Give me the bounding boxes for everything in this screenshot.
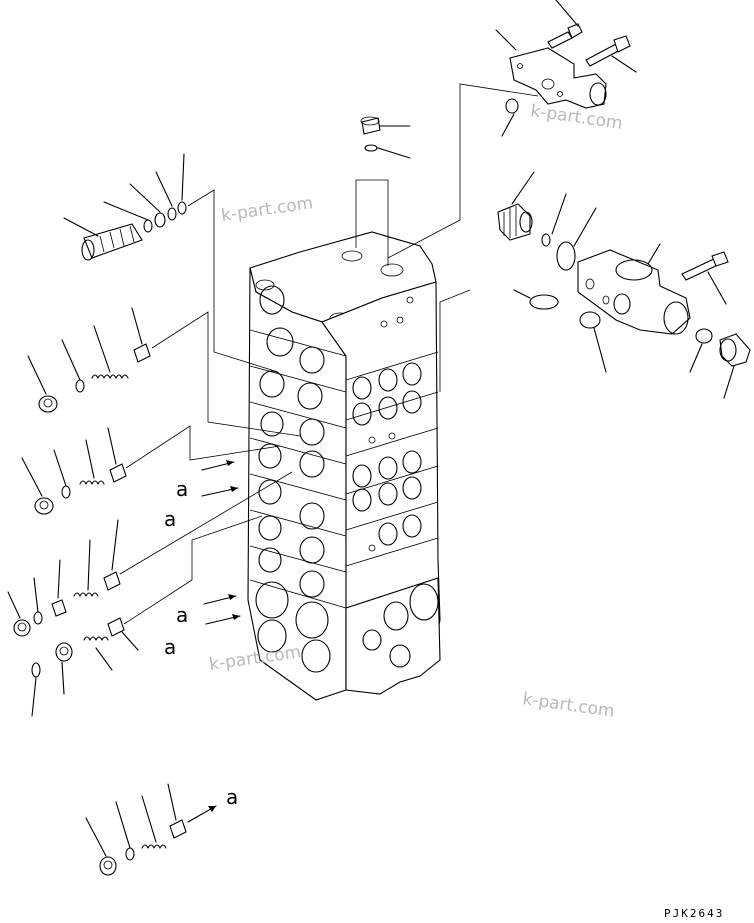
top-plug	[360, 116, 411, 135]
o-ring-side-right	[689, 328, 713, 373]
watermark: k-part.com	[220, 193, 314, 226]
side-block-bolt	[681, 251, 729, 305]
o-ring-side-lower	[579, 311, 607, 373]
check-valve-plug-right	[497, 171, 535, 241]
reference-arrows	[201, 460, 241, 625]
drawing-code: PJK2643	[664, 907, 724, 920]
top-o-ring	[364, 144, 411, 159]
o-ring-small-right	[541, 193, 567, 247]
watermark: k-part.com	[529, 101, 623, 134]
o-ring-large-right	[556, 207, 597, 271]
ref-label-a: a	[226, 785, 238, 809]
side-block-valve	[577, 243, 691, 335]
watermark: k-part.com	[521, 689, 615, 722]
bolt-side	[585, 35, 637, 73]
ports	[352, 296, 422, 552]
spool-end-group-2	[21, 427, 127, 515]
relief-valve-top-right	[495, 29, 607, 109]
side-cap-plug	[719, 333, 751, 399]
o-ring-side-left	[513, 289, 559, 310]
spool-end-group-3	[7, 519, 121, 637]
relief-o-ring-upper	[501, 98, 519, 137]
spool-end-group-4	[31, 617, 139, 717]
control-valve-body	[247, 231, 441, 701]
spool-end-group-bottom	[85, 783, 217, 876]
ref-label-a: a	[176, 603, 188, 627]
ref-label-a: a	[176, 477, 188, 501]
spool-end-group-1	[27, 307, 151, 413]
ref-label-a: a	[164, 507, 176, 531]
ref-label-a: a	[164, 635, 176, 659]
bolt-upper	[547, 0, 583, 49]
o-rings-cartridge	[103, 153, 187, 233]
relief-cartridge-left	[63, 217, 143, 261]
